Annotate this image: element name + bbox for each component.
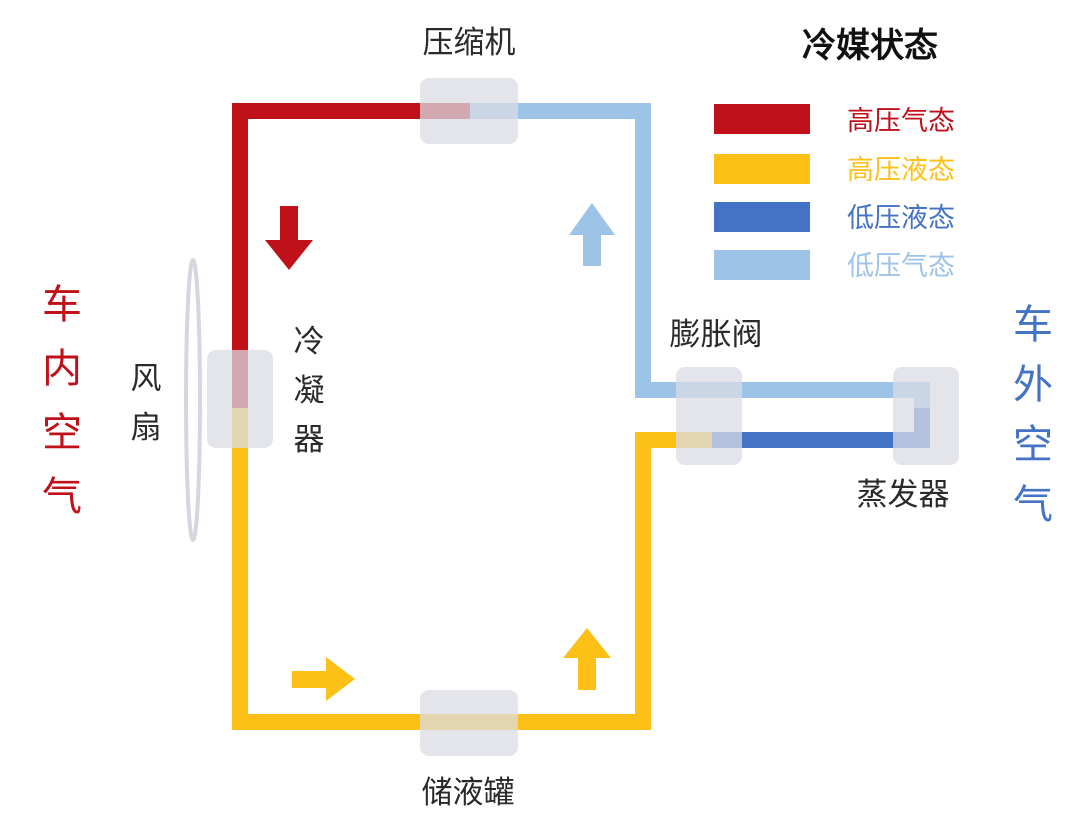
condenser-box [207,350,273,448]
receiver-box [420,690,518,756]
legend-item-low-pressure-liquid: 低压液态 [714,202,955,234]
flow-arrow-up-high-liquid [563,628,611,690]
legend-item-label: 高压液态 [847,155,955,186]
flow-arrows [265,203,615,701]
legend-swatch [714,154,810,184]
inside-air-label: 车内空气 [42,282,82,520]
pipe-high-pressure-gas [232,103,470,408]
legend-item-label: 高压气态 [847,106,955,137]
compressor-label: 压缩机 [423,25,516,61]
flow-arrow-right [292,657,355,701]
legend: 冷媒状态 高压气态 高压液态 低压液态 低压气态 [714,26,955,282]
legend-item-high-pressure-gas: 高压气态 [714,104,955,137]
evaporator-box [893,367,959,465]
legend-swatch [714,104,810,134]
pipes [232,103,930,730]
evaporator-label: 蒸发器 [857,477,950,513]
legend-item-label: 低压液态 [847,203,955,234]
expansion-valve-label: 膨胀阀 [670,317,763,353]
outside-air-label: 车外空气 [1013,302,1053,528]
fan-label: 风扇 [131,361,162,446]
legend-swatch [714,202,810,232]
flow-arrow-down [265,206,313,270]
pipe-low-pressure-liquid [712,408,930,448]
receiver-label: 储液罐 [422,775,515,811]
legend-item-label: 低压气态 [847,251,955,282]
flow-arrow-up-low-gas [569,203,615,266]
legend-item-low-pressure-gas: 低压气态 [714,250,955,282]
compressor-box [420,78,518,144]
legend-title: 冷媒状态 [802,26,938,66]
component-boxes [207,78,959,756]
pipe-high-pressure-liquid [232,408,712,730]
fan-blade [184,258,202,542]
legend-swatch [714,250,810,280]
condenser-label: 冷凝器 [294,324,325,458]
expansion-valve-box [676,367,742,465]
component-labels: 压缩机 冷凝器 风扇 膨胀阀 蒸发器 储液罐 [131,25,950,811]
legend-item-high-pressure-liquid: 高压液态 [714,154,955,186]
